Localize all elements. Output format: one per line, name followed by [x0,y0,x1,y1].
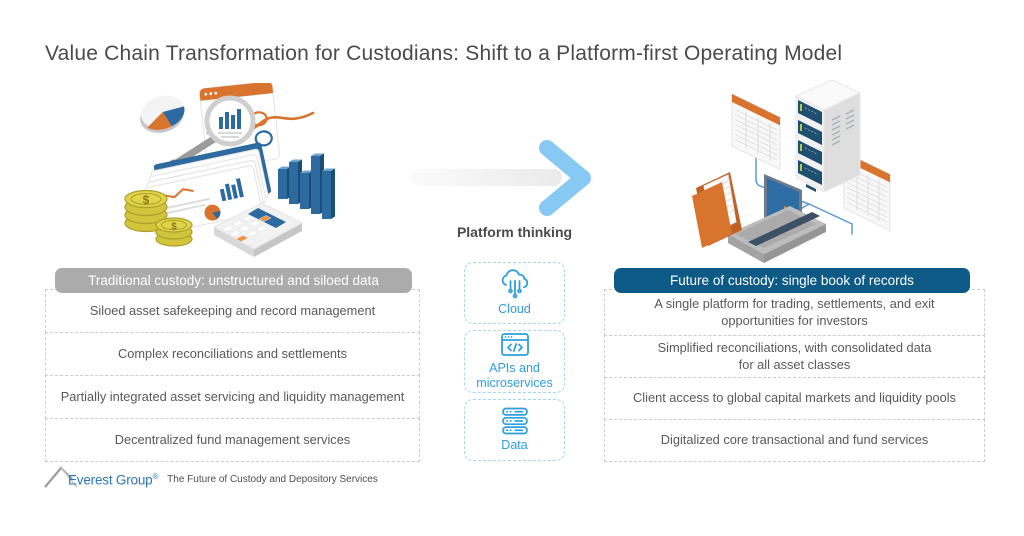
left-panel-list: Siloed asset safekeeping and record mana… [45,289,420,462]
list-item: Partially integrated asset servicing and… [45,375,420,419]
platform-capability-data: Data [464,399,565,461]
page-title: Value Chain Transformation for Custodian… [45,42,843,65]
footer: Everest Group® The Future of Custody and… [44,463,378,489]
future-custody-illustration [692,79,891,263]
list-item: Siloed asset safekeeping and record mana… [45,289,420,333]
pie-chart-icon [140,95,185,133]
cloud-icon [501,269,528,299]
svg-text:$: $ [143,193,150,207]
data-servers-icon [501,407,528,435]
server-panels [798,100,822,185]
bar-chart-3d-icon [278,153,335,219]
right-panel-header: Future of custody: single book of record… [614,268,970,293]
left-panel-header: Traditional custody: unstructured and si… [55,268,412,293]
coin-stack-small: $ [155,217,193,247]
server-vents [831,109,855,146]
transform-arrow-shaft [410,169,562,186]
laptop-with-folder [692,172,826,263]
server-tower [794,79,862,193]
brand-name: Everest Group® [68,471,159,488]
list-item: Digitalized core transactional and fund … [604,419,985,462]
calculator-icon [212,202,304,257]
api-microservices-icon [500,333,529,356]
footer-tagline: The Future of Custody and Depository Ser… [167,474,378,485]
right-panel-list: A single platform for trading, settlemen… [604,289,985,462]
registered-mark: ® [152,471,159,481]
capability-label: Data [501,438,528,452]
platform-capability-cloud: Cloud [464,262,565,324]
platform-thinking-label: Platform thinking [456,224,573,240]
list-item: A single platform for trading, settlemen… [604,289,985,336]
bar [322,168,335,219]
list-item: Simplified reconciliations, with consoli… [604,335,985,378]
capability-label: APIs and microservices [476,361,553,390]
list-item: Client access to global capital markets … [604,377,985,420]
spreadsheet-top [731,93,781,171]
traditional-custody-illustration: $ $ [124,83,335,257]
everest-group-logo-icon [44,466,78,488]
list-item: Complex reconciliations and settlements [45,332,420,376]
list-item: Decentralized fund management services [45,418,420,462]
transform-arrow-head [539,140,591,216]
platform-capability-api: APIs and microservices [464,330,565,393]
capability-label: Cloud [498,302,531,316]
svg-text:$: $ [171,222,177,233]
